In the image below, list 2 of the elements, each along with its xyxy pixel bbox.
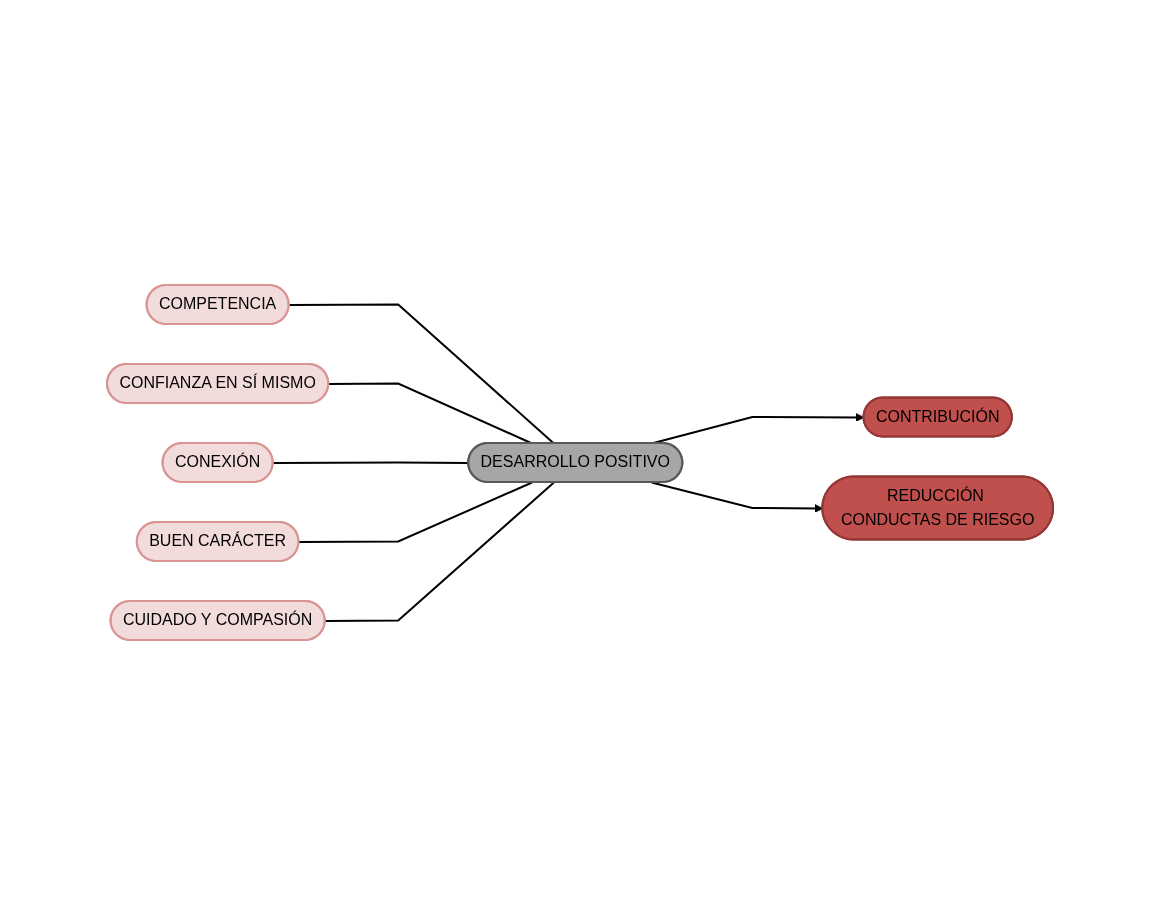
connector — [288, 303, 555, 444]
connector — [324, 481, 555, 622]
